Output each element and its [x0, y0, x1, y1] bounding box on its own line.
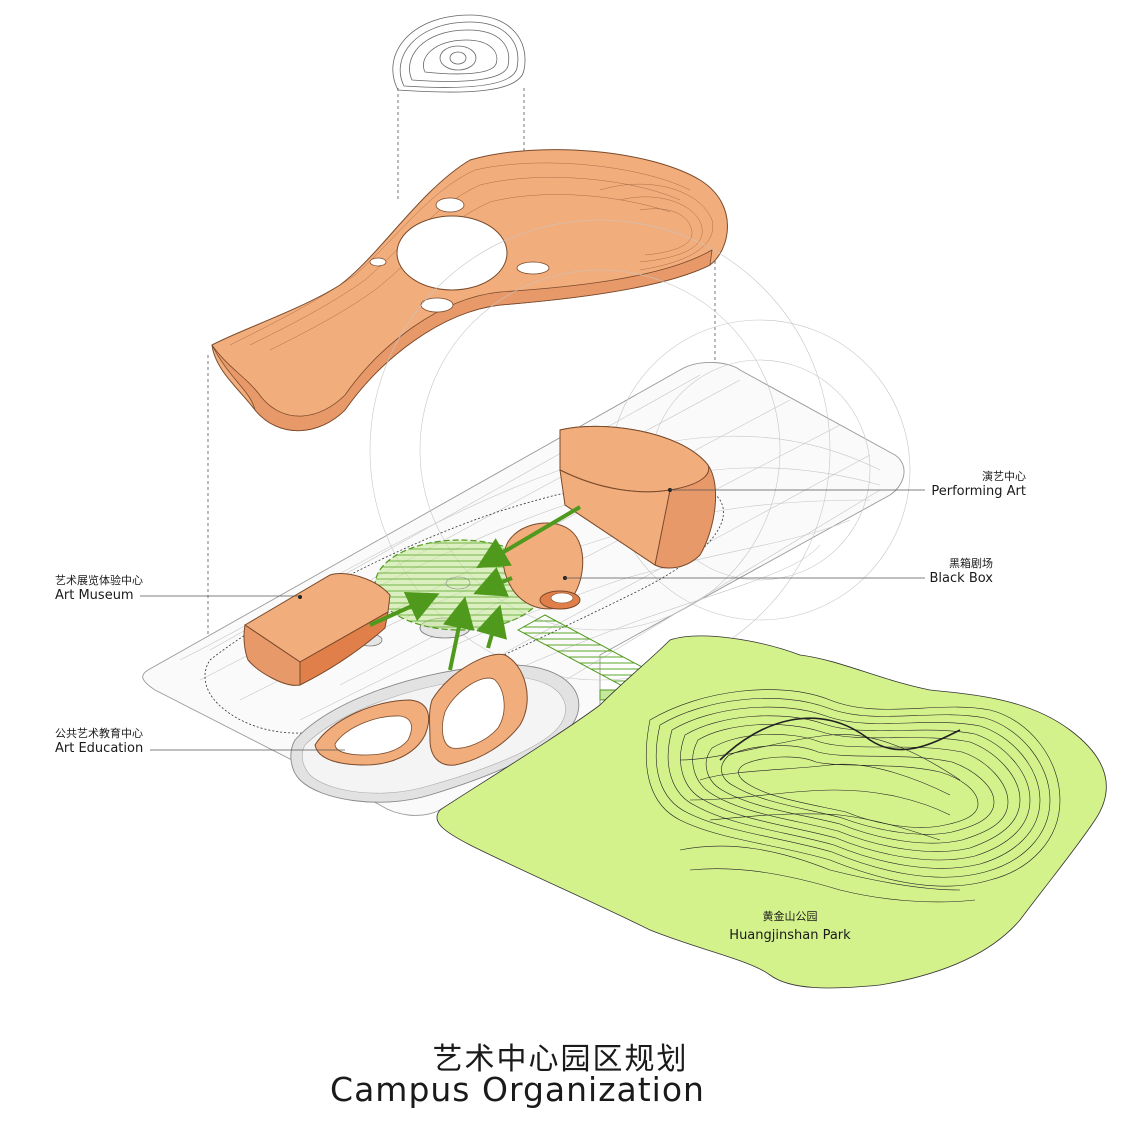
canopy-skylight-1 [436, 198, 464, 212]
label-park-en: Huangjinshan Park [720, 928, 860, 944]
title-english: Campus Organization [0, 1070, 1035, 1109]
canopy-skylight-4 [370, 258, 386, 266]
label-art-education: 公共艺术教育中心 Art Education [55, 727, 143, 757]
label-black-box: 黑箱剧场 Black Box [930, 557, 993, 587]
label-art-museum-en: Art Museum [55, 588, 143, 604]
roof-plan-outline [393, 15, 525, 92]
canopy-central-opening [397, 216, 507, 290]
label-performing-art: 演艺中心 Performing Art [931, 470, 1026, 500]
label-art-museum-cn: 艺术展览体验中心 [55, 574, 143, 588]
label-art-education-en: Art Education [55, 741, 143, 757]
label-performing-art-en: Performing Art [931, 484, 1026, 500]
label-park: 黄金山公园 Huangjinshan Park [720, 910, 860, 944]
label-art-education-cn: 公共艺术教育中心 [55, 727, 143, 741]
label-art-museum: 艺术展览体验中心 Art Museum [55, 574, 143, 604]
canopy-skylight-2 [517, 262, 549, 274]
label-performing-art-cn: 演艺中心 [931, 470, 1026, 484]
label-black-box-en: Black Box [930, 571, 993, 587]
label-black-box-cn: 黑箱剧场 [930, 557, 993, 571]
label-park-cn: 黄金山公园 [720, 910, 860, 924]
